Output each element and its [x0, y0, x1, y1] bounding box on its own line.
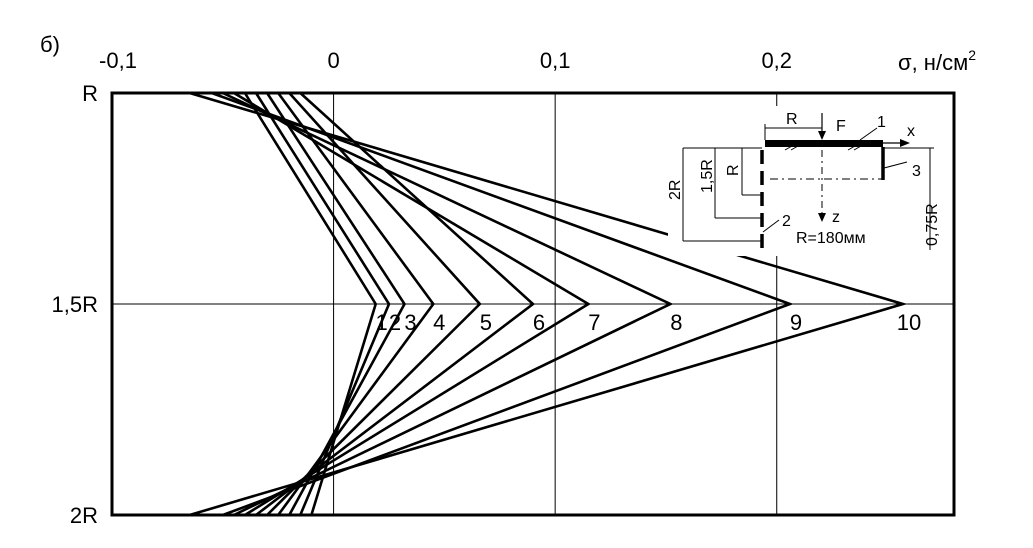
series-line-6	[255, 92, 536, 517]
series-label-6: 6	[533, 310, 545, 335]
inset-dimension-lines	[682, 147, 934, 250]
y-tick-label-1: 1,5R	[52, 292, 98, 317]
x-axis-title-text: σ, н/см	[898, 50, 968, 75]
series-line-4	[277, 92, 435, 516]
series-label-1: 1	[376, 310, 388, 335]
inset-z-label: z	[832, 209, 840, 226]
y-tick-label-2: 2R	[70, 503, 98, 528]
y-tick-label-0: R	[82, 81, 98, 106]
inset-diagram: R F 1 x z R=180мм 3 2	[667, 106, 943, 256]
inset-dim-15r: 1,5R	[699, 159, 716, 193]
series-label-5: 5	[480, 310, 492, 335]
series-label-3: 3	[404, 310, 416, 335]
inset-hatching	[784, 145, 862, 151]
x-tick-label-0: -0,1	[99, 48, 137, 73]
inset-label-3: 3	[912, 163, 921, 180]
panel-label: б)	[40, 32, 60, 57]
series-lines	[189, 91, 908, 517]
inset-label-1-leader	[859, 127, 878, 141]
inset-z-arrow	[818, 213, 826, 222]
x-tick-label-2: 0,1	[540, 48, 571, 73]
inset-dim-075r: 0,75R	[924, 203, 941, 246]
inset-label-1: 1	[877, 114, 886, 131]
x-axis-title: σ, н/см2	[898, 47, 976, 75]
series-line-3	[266, 92, 407, 516]
series-line-10	[189, 91, 908, 517]
series-line-8	[222, 91, 674, 517]
inset-x-label: x	[907, 123, 915, 140]
x-axis-title-sup: 2	[968, 47, 976, 63]
inset-x-arrow	[900, 139, 910, 147]
inset-radius-note: R=180мм	[796, 230, 866, 247]
inset-background	[668, 106, 943, 256]
x-tick-labels: -0,1 0 0,1 0,2	[99, 48, 792, 73]
series-label-2: 2	[389, 310, 401, 335]
inset-force-label: F	[836, 118, 846, 135]
inset-dim-2r: 2R	[667, 180, 684, 200]
inset-label-2-leader	[762, 219, 780, 233]
inset-force-arrow-icon	[818, 131, 826, 140]
series-label-7: 7	[588, 310, 600, 335]
inset-label-3-leader	[883, 161, 908, 169]
inset-dim-r: R	[725, 164, 742, 176]
inset-label-2: 2	[782, 213, 791, 230]
series-line-1	[243, 92, 378, 516]
x-tick-label-1: 0	[327, 48, 339, 73]
series-label-10: 10	[897, 310, 921, 335]
series-label-4: 4	[433, 310, 445, 335]
series-line-9	[211, 91, 794, 517]
plot-frame	[110, 91, 956, 517]
inset-r-top-label: R	[786, 111, 798, 128]
series-label-8: 8	[670, 310, 682, 335]
series-line-7	[233, 91, 591, 517]
y-tick-labels: R 1,5R 2R	[52, 81, 98, 528]
series-label-9: 9	[790, 310, 802, 335]
x-tick-label-3: 0,2	[761, 48, 792, 73]
